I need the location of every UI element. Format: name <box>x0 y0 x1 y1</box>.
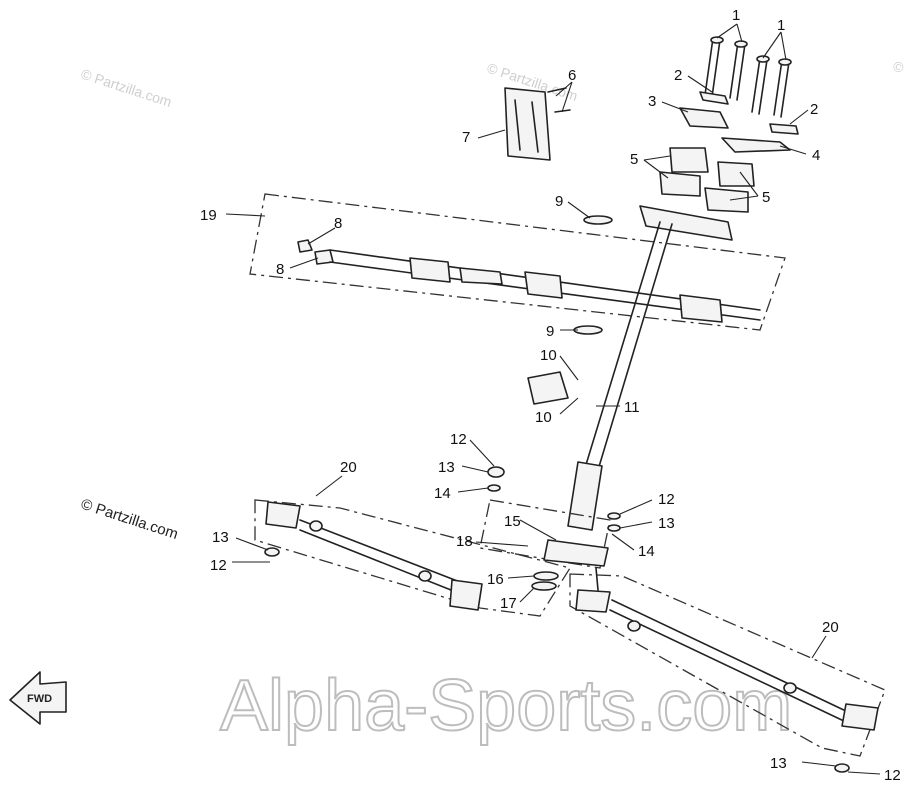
tie-rod-right-20 <box>569 567 886 773</box>
watermark-brand: Alpha-Sports.com <box>220 666 792 746</box>
callout-8: 8 <box>276 261 284 278</box>
callout-1: 1 <box>777 17 785 34</box>
callout-11: 11 <box>624 399 640 416</box>
callout-10: 10 <box>540 347 557 364</box>
callout-13: 13 <box>770 755 787 772</box>
callout-16: 16 <box>487 571 504 588</box>
callout-9: 9 <box>546 323 554 340</box>
callout-3: 3 <box>648 93 656 110</box>
clamp-10 <box>527 371 569 405</box>
leader-lines <box>225 23 881 775</box>
callout-8: 8 <box>334 215 342 232</box>
watermark-partzilla-1: © Partzilla.com <box>79 66 174 110</box>
callout-2: 2 <box>810 101 818 118</box>
fwd-label: FWD <box>27 693 52 705</box>
callout-13: 13 <box>438 459 455 476</box>
callout-14: 14 <box>434 485 451 502</box>
callout-20: 20 <box>822 619 839 636</box>
callout-17: 17 <box>500 595 517 612</box>
watermark-partzilla-3: © Partzilla.com <box>891 58 906 102</box>
callout-19: 19 <box>200 207 217 224</box>
callout-10: 10 <box>535 409 552 426</box>
callout-14: 14 <box>638 543 655 560</box>
callout-13: 13 <box>658 515 675 532</box>
callout-2: 2 <box>674 67 682 84</box>
callout-12: 12 <box>658 491 675 508</box>
callout-1: 1 <box>732 7 740 24</box>
callout-13: 13 <box>212 529 229 546</box>
assembly-19-parts <box>297 239 761 323</box>
callout-numbers: 1 1 2 2 3 4 5 5 6 7 8 8 9 9 10 10 11 12 … <box>200 7 901 784</box>
watermark-partzilla-main: © Partzilla.com <box>79 496 180 543</box>
callout-9: 9 <box>555 193 563 210</box>
callout-5: 5 <box>630 151 638 168</box>
washer-9-top <box>583 215 613 225</box>
tie-rod-left-20 <box>254 499 572 617</box>
callout-5: 5 <box>762 189 770 206</box>
callout-12: 12 <box>210 557 227 574</box>
upper-bracket-group <box>504 36 799 241</box>
callout-7: 7 <box>462 129 470 146</box>
fwd-arrow-icon: FWD <box>9 671 67 725</box>
callout-12: 12 <box>450 431 467 448</box>
washer-9-bottom <box>573 325 603 335</box>
callout-12: 12 <box>884 767 901 784</box>
assembly-19-outline <box>249 193 786 331</box>
callout-15: 15 <box>504 513 521 530</box>
steering-shaft-11 <box>567 221 673 531</box>
callout-20: 20 <box>340 459 357 476</box>
lower-pivot-group <box>479 466 621 591</box>
callout-18: 18 <box>456 533 473 550</box>
callout-4: 4 <box>812 147 820 164</box>
callout-6: 6 <box>568 67 576 84</box>
